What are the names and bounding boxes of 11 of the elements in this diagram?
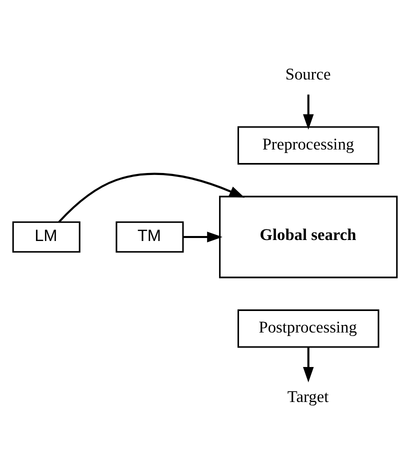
- arrow: [58, 172, 244, 223]
- arrow: [182, 232, 222, 242]
- node-text: Source: [284, 64, 330, 84]
- node-box: Global search: [218, 196, 398, 278]
- arrow: [302, 94, 314, 130]
- node-text: Target: [286, 387, 328, 406]
- node-box: Postprocessing: [237, 309, 379, 348]
- node-box: LM: [12, 221, 80, 253]
- arrow: [302, 347, 314, 382]
- node-box: Preprocessing: [237, 126, 379, 165]
- node-box: TM: [115, 221, 184, 253]
